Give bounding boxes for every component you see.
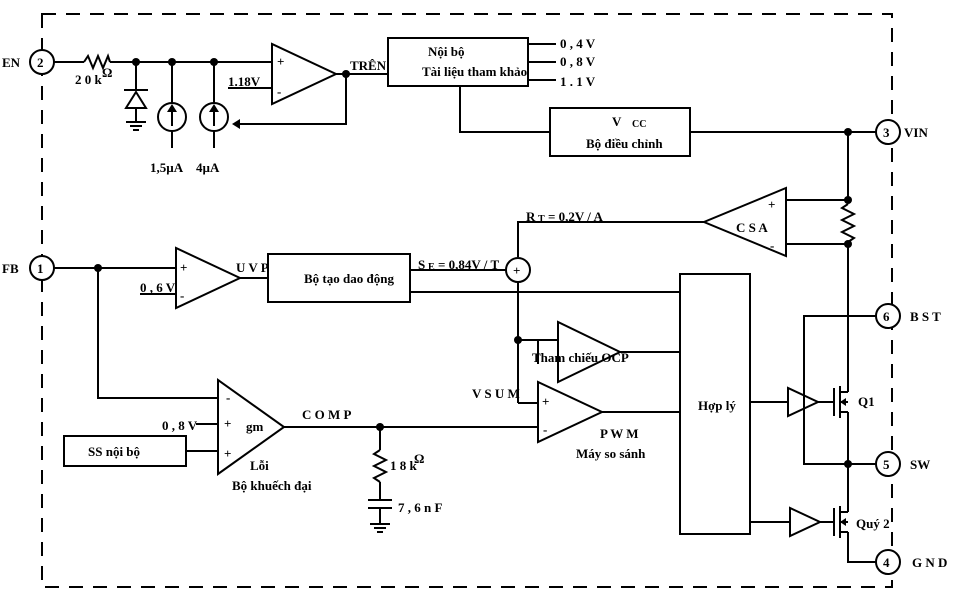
ocp-label: Tham chiếu OCP xyxy=(532,350,629,365)
svg-text:+: + xyxy=(513,263,520,278)
rt-label: R xyxy=(526,209,536,224)
soft-start-block xyxy=(63,435,187,467)
gnd-pin-number: 4 xyxy=(883,555,890,570)
error-amp-line1: Lỗi xyxy=(250,458,269,473)
gnd-pin-name: G N D xyxy=(912,555,947,570)
error-amp-line2: Bộ khuếch đại xyxy=(232,478,312,493)
uvp-comparator: + - xyxy=(175,246,243,310)
en-ref-label: 1.18V xyxy=(228,74,261,89)
en-out-label: TRÊN xyxy=(350,58,387,73)
svg-text:+: + xyxy=(277,54,284,69)
vcc-sub: CC xyxy=(632,119,646,130)
q2-label: Quý 2 xyxy=(856,516,890,531)
en-pin-number: 2 xyxy=(37,55,44,70)
logic-label: Hợp lý xyxy=(698,398,736,413)
current-source-2-label: 4µA xyxy=(196,160,220,175)
bst-pin: 6 B S T xyxy=(875,303,941,329)
svg-text:-: - xyxy=(180,288,184,303)
se-label: S xyxy=(418,257,425,272)
vin-pin-name: VIN xyxy=(904,125,928,140)
fb-pin: FB 1 xyxy=(2,255,55,281)
current-source-1 xyxy=(157,62,187,148)
comp-resistor-value: 1 8 k xyxy=(390,458,418,473)
bst-pin-name: B S T xyxy=(910,309,941,324)
rt-sub: T xyxy=(538,214,545,225)
uvp-label: U V P xyxy=(236,260,269,275)
gnd-pin: 4 G N D xyxy=(875,549,947,575)
pwm-comparator: + - xyxy=(537,380,605,444)
svg-text:-: - xyxy=(277,84,281,99)
vsum-label: V S U M xyxy=(472,386,520,401)
vcc-regulator-block xyxy=(549,107,691,157)
ref-voltage-2: 0 , 8 V xyxy=(560,54,596,69)
vin-pin-number: 3 xyxy=(883,125,890,140)
q1-label: Q1 xyxy=(858,394,875,409)
sw-pin: 5 SW xyxy=(875,451,930,477)
soft-start-label: SS nội bộ xyxy=(88,444,140,459)
uvp-ref: 0 , 6 V xyxy=(140,280,176,295)
pwm-line2: Máy so sánh xyxy=(576,446,646,461)
en-comparator: + - xyxy=(271,42,339,106)
comp-resistor-unit: Ω xyxy=(414,451,424,466)
pwm-line1: P W M xyxy=(600,426,639,441)
logic-block xyxy=(679,273,751,535)
ref-voltage-3: 1 . 1 V xyxy=(560,74,596,89)
se-sub: E xyxy=(428,262,435,273)
oscillator-block xyxy=(267,253,411,303)
svg-text:+: + xyxy=(224,446,231,461)
en-resistor-value: 2 0 k xyxy=(75,72,103,87)
reference-line1: Nội bộ xyxy=(428,44,464,59)
error-amplifier: - + + gm xyxy=(217,378,286,476)
sw-pin-name: SW xyxy=(910,457,930,472)
gm-label: gm xyxy=(246,419,264,434)
ref-voltage-1: 0 , 4 V xyxy=(560,36,596,51)
bst-pin-number: 6 xyxy=(883,309,890,324)
vcc-label: V xyxy=(612,114,622,129)
en-resistor: 2 0 k Ω xyxy=(75,53,112,87)
q1-transistor xyxy=(833,386,848,418)
en-pin: EN 2 xyxy=(2,49,55,75)
svg-text:+: + xyxy=(180,260,187,275)
internal-reference-block xyxy=(387,37,529,87)
csa-plus: + xyxy=(768,197,775,212)
q2-transistor xyxy=(833,506,848,538)
se-value: = 0,84V / T xyxy=(438,257,499,272)
csa-minus: - xyxy=(770,238,774,253)
current-source-1-label: 1,5µA xyxy=(150,160,184,175)
csa-label: C S A xyxy=(736,220,768,235)
current-source-2 xyxy=(199,62,229,148)
svg-text:+: + xyxy=(542,394,549,409)
svg-text:-: - xyxy=(543,422,547,437)
reference-line2: Tài liệu tham khảo xyxy=(422,64,527,79)
ic-boundary xyxy=(41,13,893,588)
vin-pin: 3 VIN xyxy=(875,119,928,145)
sw-pin-number: 5 xyxy=(883,457,890,472)
vcc-line2: Bộ điều chỉnh xyxy=(586,136,663,151)
comp-label: C O M P xyxy=(302,407,352,422)
fb-pin-name: FB xyxy=(2,261,19,276)
ocp-comparator xyxy=(557,320,623,384)
fb-pin-number: 1 xyxy=(37,261,44,276)
comp-resistor xyxy=(371,449,389,483)
low-side-driver xyxy=(789,506,823,538)
svg-text:-: - xyxy=(226,390,230,405)
en-pin-name: EN xyxy=(2,55,21,70)
en-clamp-diode xyxy=(124,62,148,131)
comp-capacitor xyxy=(368,499,392,509)
en-resistor-unit: Ω xyxy=(102,65,112,80)
svg-text:+: + xyxy=(224,416,231,431)
ea-ref: 0 , 8 V xyxy=(162,418,198,433)
comp-capacitor-value: 7 , 6 n F xyxy=(398,500,442,515)
csa-amplifier: + - C S A xyxy=(701,186,787,258)
oscillator-label: Bộ tạo dao động xyxy=(304,271,394,286)
rt-value: = 0,2V / A xyxy=(548,209,603,224)
sense-resistor xyxy=(839,203,857,243)
